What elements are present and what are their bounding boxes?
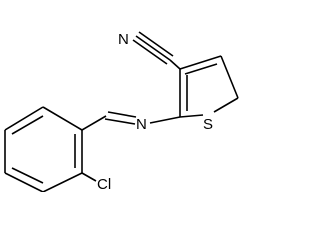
thiophene-bond-c3-c4 (179, 55, 222, 70)
imine-n-c2-bond (149, 116, 181, 124)
benzene-bond-1 (42, 106, 83, 131)
thiophene-bond-s-c2 (179, 114, 204, 118)
carbon-chlorine-bond (81, 172, 97, 182)
chlorine-label: Cl (97, 176, 111, 192)
nitrile-nitrogen-label: N (118, 31, 129, 48)
thiophene-sulfur-label: S (203, 116, 213, 133)
benzene-bond-4 (4, 172, 44, 192)
benzene-bond-2 (4, 106, 44, 131)
thiophene-ring: S (169, 55, 239, 133)
benzene-bond-5 (42, 172, 83, 192)
imine-double-bond-inner (104, 118, 136, 125)
benzene-ring (4, 106, 83, 192)
imine-ch-to-ring-bond (81, 115, 107, 131)
thiophene-double-bond-c3-c4-inner (184, 63, 218, 75)
nitrile-carbon-bond (169, 59, 181, 70)
benzene-inner-double-2 (11, 167, 44, 184)
nitrile-triple-bond-2 (138, 31, 174, 57)
thiophene-bond-c5-s (213, 97, 239, 113)
nitrile-group: N (118, 31, 174, 65)
chemical-structure-diagram: N S N Cl (4, 31, 239, 192)
benzene-inner-double-1 (11, 115, 44, 135)
thiophene-bond-c4-c5 (220, 55, 239, 99)
chloro-substituent: Cl (81, 172, 111, 192)
imine-linkage: N (81, 111, 181, 133)
nitrile-triple-bond-1 (135, 35, 171, 61)
nitrile-triple-bond-3 (132, 39, 168, 65)
imine-nitrogen-label: N (136, 116, 147, 133)
imine-double-bond-outer (107, 111, 137, 118)
